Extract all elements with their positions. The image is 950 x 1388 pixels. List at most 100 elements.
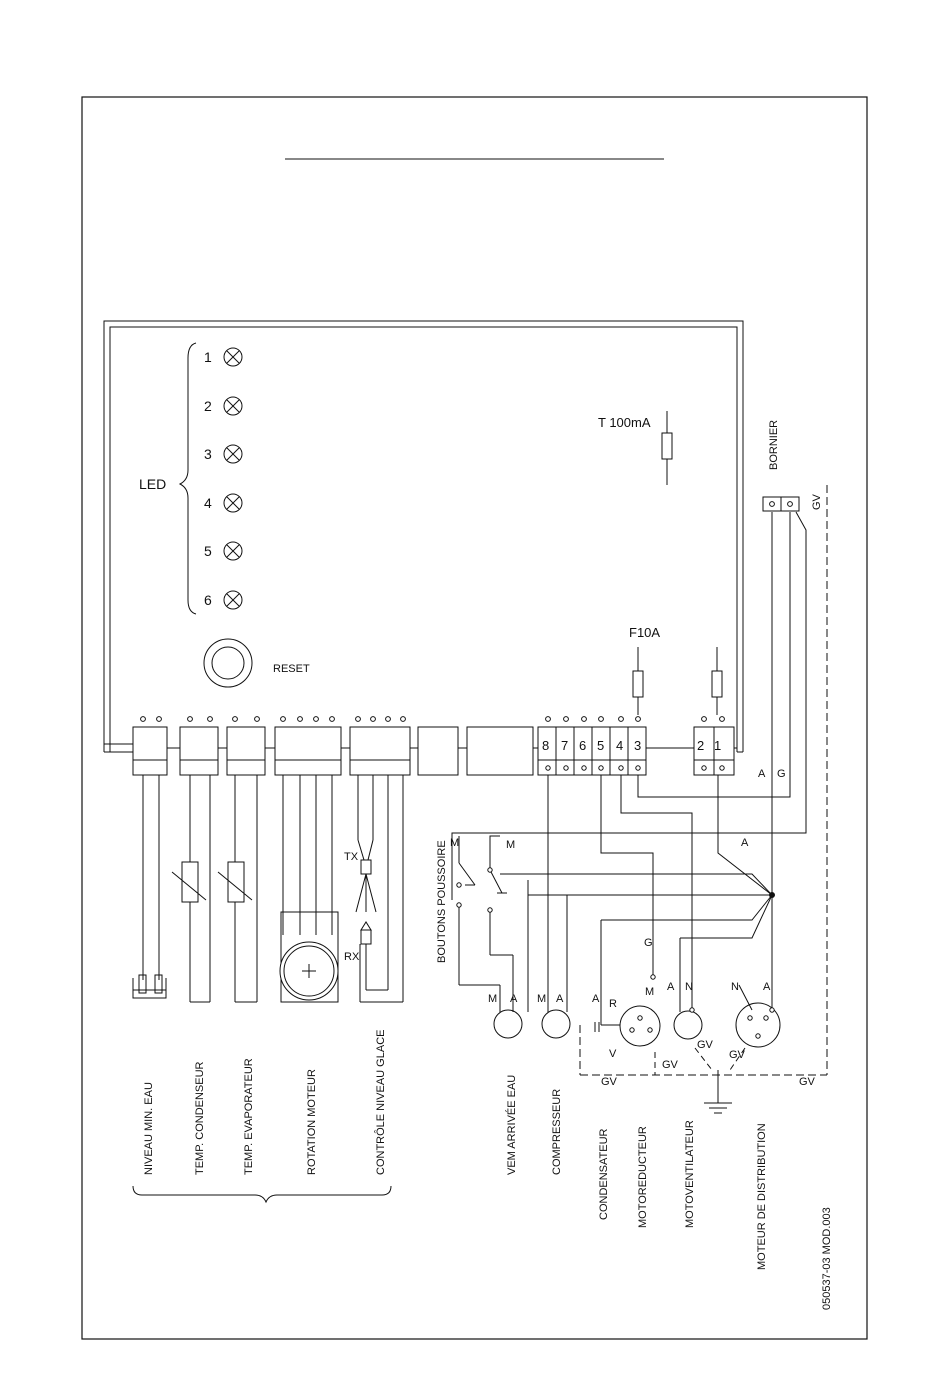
- terminal-label-5: 5: [597, 738, 604, 753]
- page-frame: [81, 96, 868, 1340]
- terminal-screw: [635, 765, 641, 771]
- wire-label-m-comp: M: [537, 993, 546, 1005]
- led-cross: [226, 593, 240, 607]
- terminal-screw: [598, 765, 604, 771]
- led-indicators: 1 2 3 4 5 6: [204, 347, 243, 610]
- connection-point: [456, 902, 462, 908]
- connector-pin: [635, 716, 641, 722]
- wire-label-r: R: [609, 998, 617, 1010]
- motor-distribution: [735, 1002, 781, 1048]
- led-number-1: 1: [204, 349, 212, 365]
- load-label-motoventilateur: MOTOVENTILATEUR: [684, 1120, 696, 1228]
- wire-label-v: V: [609, 1048, 617, 1060]
- terminal-screw: [719, 765, 725, 771]
- sensor-niveau-min-eau: [132, 775, 167, 999]
- motor-motoventilateur: [673, 1010, 703, 1040]
- connector-pin: [313, 716, 319, 722]
- led-circle: [223, 444, 243, 464]
- sensor-temp-evaporateur: [217, 775, 258, 1003]
- sensor-connector-2: [179, 726, 219, 776]
- terminal-labels: 8 7 6 5 4 3 2 1: [542, 738, 721, 753]
- sensor-label-temp-condenseur: TEMP. CONDENSEUR: [194, 1061, 206, 1175]
- led-cross: [226, 399, 240, 413]
- connector-pin: [598, 716, 604, 722]
- connector-pin: [701, 716, 707, 722]
- load-label-condensateur: CONDENSATEUR: [598, 1128, 610, 1220]
- connector-pin: [400, 716, 406, 722]
- sensor-connector-3: [226, 726, 266, 776]
- led-cross: [226, 544, 240, 558]
- fuse-f10a: [632, 647, 644, 715]
- gv-label-distrib: GV: [729, 1049, 746, 1061]
- connector-pin: [254, 716, 260, 722]
- led-number-2: 2: [204, 398, 212, 414]
- bornier-pin: [787, 501, 793, 507]
- led-cross: [226, 350, 240, 364]
- gv-label-right: GV: [799, 1076, 816, 1088]
- wire-label-a-bornier: A: [758, 768, 766, 780]
- sensor-label-temp-evaporateur: TEMP. EVAPORATEUR: [243, 1058, 255, 1175]
- wire-label-g-line: G: [644, 937, 653, 949]
- control-board-outline: [103, 320, 744, 753]
- connector-pin: [618, 716, 624, 722]
- led-circle: [223, 347, 243, 367]
- wire-labels: A G A G M M M A M A A R V M A N N A TX R…: [344, 493, 823, 1088]
- blank-connector-2: [466, 726, 534, 776]
- connector-pin: [232, 716, 238, 722]
- connection-point: [629, 1027, 635, 1033]
- wire-label-m-vem: M: [488, 993, 497, 1005]
- load-label-moteur-de-distribution: MOTEUR DE DISTRIBUTION: [756, 1123, 768, 1270]
- led-5: 5: [204, 541, 243, 561]
- connector-pin: [280, 716, 286, 722]
- terminal-label-3: 3: [634, 738, 641, 753]
- terminal-wiring: [451, 485, 828, 1114]
- led-circle: [223, 541, 243, 561]
- load-label-vem-arrivee-eau: VEM ARRIVÉE EAU: [505, 1075, 518, 1175]
- blank-connector-1: [417, 726, 459, 776]
- connector-pin: [187, 716, 193, 722]
- sensor-temp-condenseur: [171, 775, 211, 1003]
- led-brace: [178, 342, 197, 615]
- led-number-3: 3: [204, 446, 212, 462]
- sensor-connector-1: [132, 726, 168, 776]
- sensor-brace: [132, 1185, 392, 1204]
- connection-point: [456, 882, 462, 888]
- terminal-label-4: 4: [616, 738, 623, 753]
- terminal-label-6: 6: [579, 738, 586, 753]
- wire-label-m-motored: M: [645, 986, 654, 998]
- wire-label-a-distrib: A: [763, 981, 771, 993]
- led-number-6: 6: [204, 592, 212, 608]
- terminal-dividers: [538, 727, 734, 775]
- boutons-poussoire-label: BOUTONS POUSSOIRE: [436, 840, 448, 963]
- terminal-label-1: 1: [714, 738, 721, 753]
- connector-pin: [207, 716, 213, 722]
- led-cross: [226, 496, 240, 510]
- reset-button: [203, 638, 253, 688]
- terminal-screw: [701, 765, 707, 771]
- led-2: 2: [204, 396, 243, 416]
- gv-label-bornier: GV: [811, 493, 823, 510]
- connection-point: [689, 1007, 695, 1013]
- connector-pin: [545, 716, 551, 722]
- led-number-5: 5: [204, 543, 212, 559]
- load-label-compresseur: COMPRESSEUR: [551, 1089, 563, 1175]
- sensor-label-controle-niveau-glace: CONTRÔLE NIVEAU GLACE: [374, 1030, 387, 1175]
- terminal-screw: [545, 765, 551, 771]
- led-4: 4: [204, 493, 243, 513]
- led-6: 6: [204, 590, 243, 610]
- wire-label-g-bornier: G: [777, 768, 786, 780]
- connector-pin: [581, 716, 587, 722]
- led-number-4: 4: [204, 495, 212, 511]
- connector-pin: [297, 716, 303, 722]
- sensor-label-niveau-min-eau: NIVEAU MIN. EAU: [143, 1082, 155, 1175]
- wire-label-n-distrib: N: [731, 981, 739, 993]
- connection-point: [487, 867, 493, 873]
- sensor-connectors: [132, 726, 411, 776]
- motor-vem-arrivee-eau: [493, 1009, 523, 1039]
- connector-pin: [385, 716, 391, 722]
- connection-point: [769, 1007, 775, 1013]
- led-circle: [223, 590, 243, 610]
- led-circle: [223, 493, 243, 513]
- terminal-label-7: 7: [561, 738, 568, 753]
- bornier-pin: [769, 501, 775, 507]
